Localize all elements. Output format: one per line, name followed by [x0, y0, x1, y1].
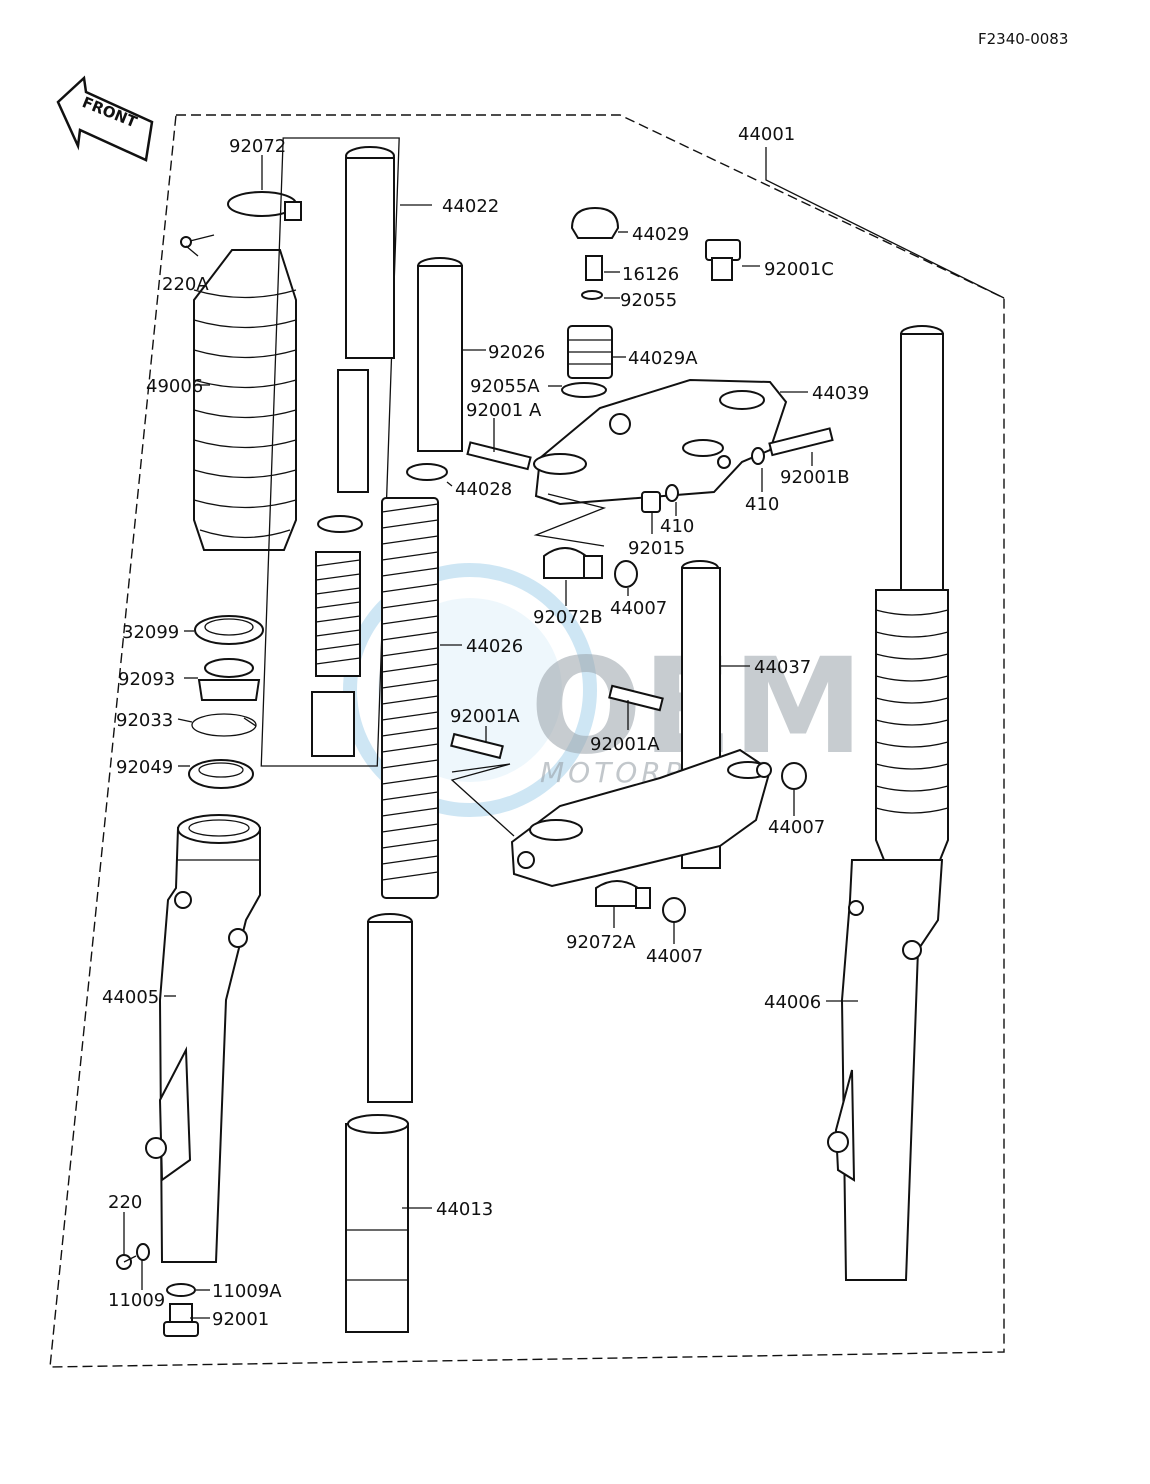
washer-92049: [188, 759, 254, 789]
label-44005: 44005: [102, 987, 159, 1008]
circlip-92033: [191, 713, 257, 737]
gasket-11009: [136, 1243, 150, 1261]
label-92049: 92049: [116, 757, 173, 778]
oring-92055: [581, 290, 603, 300]
label-44037: 44037: [754, 657, 811, 678]
label-92001: 92001: [212, 1309, 269, 1330]
collar-92015: [641, 491, 661, 513]
nut-410-b: [665, 484, 679, 502]
screw-220a: [180, 234, 215, 248]
label-32099: 32099: [122, 622, 179, 643]
screw-220: [116, 1254, 137, 1270]
damper-rod-44013: [345, 913, 413, 1333]
label-92001b: 92001B: [780, 467, 850, 488]
label-44029a: 44029A: [628, 348, 698, 369]
label-44001: 44001: [738, 124, 795, 145]
label-44007-c: 44007: [646, 946, 703, 967]
oring-92055a: [561, 382, 607, 398]
seal-32099: [194, 615, 264, 645]
seat-44028: [406, 463, 448, 481]
label-92033: 92033: [116, 710, 173, 731]
label-410-b: 410: [660, 516, 694, 537]
outer-tube-44005: [145, 814, 261, 1263]
cap-44029: [570, 206, 620, 239]
holder-92072b: [543, 547, 603, 579]
bolt-92001b: [768, 427, 834, 457]
nut-44007-a: [614, 560, 638, 588]
label-44013: 44013: [436, 1199, 493, 1220]
leader-lines: [123, 147, 1005, 1319]
label-92055a: 92055A: [470, 376, 540, 397]
lower-bracket-44037: [510, 748, 772, 888]
label-92072b: 92072B: [533, 607, 603, 628]
bolt-92001a-mid: [450, 732, 504, 760]
label-11009: 11009: [108, 1290, 165, 1311]
clamp-92072: [227, 191, 302, 221]
part-labels: 44001 92072 44022 220A 49006 44029 16126…: [102, 124, 869, 1330]
label-44006: 44006: [764, 992, 821, 1013]
nut-410-a: [751, 447, 765, 465]
front-arrow-icon: FRONT: [56, 75, 154, 162]
fork-assembly-44006: [827, 325, 949, 1281]
cap-bolt-44029a: [567, 325, 613, 379]
diagram-code: F2340-0083: [978, 30, 1068, 48]
label-92055: 92055: [620, 290, 677, 311]
label-92001a-mid: 92001A: [450, 706, 520, 727]
fork-assembly-outline: [49, 114, 1005, 1368]
label-92001a-top: 92001 A: [466, 400, 542, 421]
label-220: 220: [108, 1192, 142, 1213]
label-92072: 92072: [229, 136, 286, 157]
label-220a: 220A: [162, 274, 209, 295]
label-44026: 44026: [466, 636, 523, 657]
label-44007-a: 44007: [610, 598, 667, 619]
label-44022: 44022: [442, 196, 499, 217]
label-44007-b: 44007: [768, 817, 825, 838]
label-44028: 44028: [455, 479, 512, 500]
label-16126: 16126: [622, 264, 679, 285]
spacer-92026: [417, 257, 463, 452]
seal-92093: [197, 658, 261, 701]
inner-tube-44022: [311, 146, 395, 757]
leader-connector-bottom: [450, 763, 515, 837]
inner-parts-frame: [260, 137, 400, 767]
label-92001a-right: 92001A: [590, 734, 660, 755]
label-92093: 92093: [118, 669, 175, 690]
label-410-a: 410: [745, 494, 779, 515]
drain-bolt-92001: [163, 1303, 199, 1337]
valve-16126: [585, 255, 603, 281]
gasket-11009a: [166, 1283, 196, 1297]
label-92072a: 92072A: [566, 932, 636, 953]
label-92001c: 92001C: [764, 259, 834, 280]
nut-44007-b: [781, 762, 807, 790]
label-11009a: 11009A: [212, 1281, 282, 1302]
label-44029: 44029: [632, 224, 689, 245]
label-92026: 92026: [488, 342, 545, 363]
fork-spring-44026: [381, 497, 439, 899]
holder-92072a: [595, 880, 651, 909]
label-49006: 49006: [146, 376, 203, 397]
bolt-92001a-top: [466, 441, 532, 471]
fork-boot-49006: [193, 249, 297, 551]
bolt-92001a-right: [608, 684, 664, 712]
nut-44007-c: [662, 897, 686, 923]
label-92015: 92015: [628, 538, 685, 559]
upper-bracket-44039: [533, 378, 788, 506]
leader-connector-top: [533, 493, 607, 547]
label-44039: 44039: [812, 383, 869, 404]
bolt-92001c: [705, 239, 741, 281]
